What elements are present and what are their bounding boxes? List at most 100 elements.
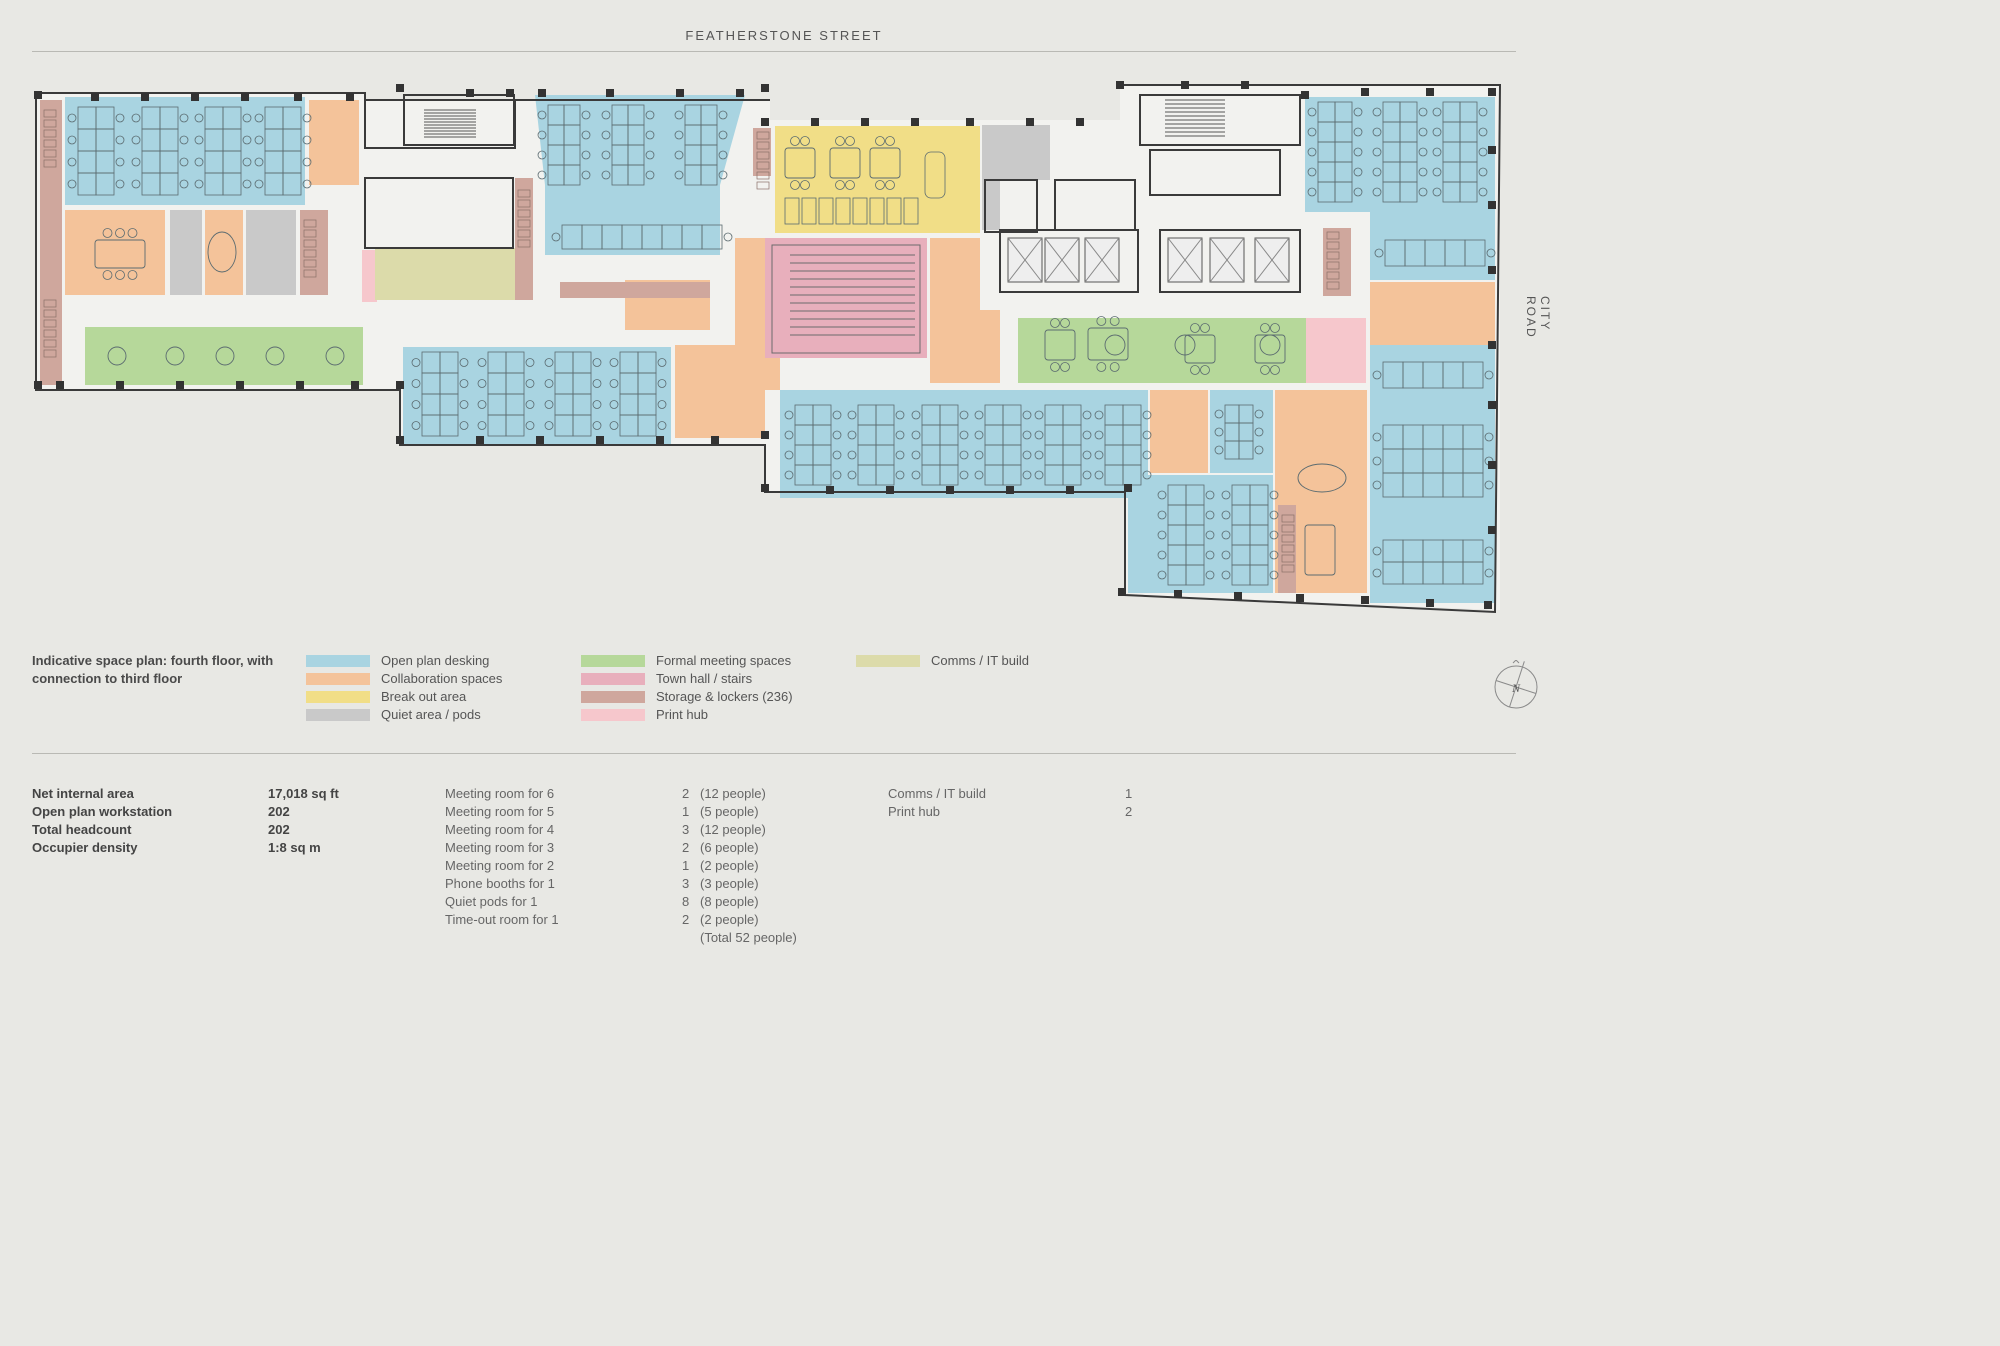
chair <box>194 113 204 123</box>
legend-label: Print hub <box>656 707 709 722</box>
meeting-table <box>1087 327 1129 361</box>
chair <box>1353 127 1363 137</box>
chair <box>1478 187 1488 197</box>
structural-column <box>1076 118 1084 126</box>
chair <box>102 228 113 238</box>
structural-column <box>1124 484 1132 492</box>
chair <box>1205 530 1215 540</box>
chair <box>974 470 984 480</box>
locker <box>517 209 531 218</box>
structural-column <box>1426 599 1434 607</box>
chair <box>1157 510 1167 520</box>
structural-column <box>538 89 546 97</box>
room-count: 1 <box>682 804 690 819</box>
desk <box>1334 181 1353 203</box>
chair <box>544 358 554 367</box>
chair <box>1034 410 1044 420</box>
room-count: 8 <box>682 894 690 909</box>
room-count: 3 <box>682 876 690 891</box>
desk <box>1464 239 1486 267</box>
locker <box>756 161 770 170</box>
chair <box>1432 147 1442 157</box>
chair <box>895 430 905 440</box>
structural-column <box>476 436 484 444</box>
formal-meeting-zone <box>85 327 363 385</box>
chair <box>115 179 125 189</box>
booth <box>818 197 834 225</box>
chair <box>179 157 189 167</box>
chair <box>1372 480 1382 490</box>
chair <box>601 130 611 140</box>
chair <box>1432 127 1442 137</box>
chair <box>1307 187 1317 197</box>
chair <box>67 157 77 167</box>
legend-label: Town hall / stairs <box>656 671 753 686</box>
chair <box>601 150 611 160</box>
meeting-table <box>784 147 816 179</box>
structural-column <box>1026 118 1034 126</box>
chair <box>544 400 554 409</box>
chair <box>254 179 264 189</box>
chair <box>1094 410 1104 420</box>
storage-zone <box>300 210 328 295</box>
chair <box>242 135 252 145</box>
chair <box>875 136 885 146</box>
chair <box>1200 323 1210 333</box>
locker <box>303 219 317 228</box>
chair <box>115 135 125 145</box>
structural-column <box>1066 486 1074 494</box>
chair <box>1269 570 1279 580</box>
structural-column <box>761 84 769 92</box>
core-room <box>403 94 515 146</box>
chair <box>1372 568 1382 578</box>
structural-column <box>596 436 604 444</box>
legend-label: Collaboration spaces <box>381 671 503 686</box>
chair <box>1260 323 1270 333</box>
chair <box>911 430 921 440</box>
desk <box>1002 464 1022 486</box>
storage-zone <box>515 178 533 300</box>
chair <box>537 170 547 180</box>
room-people: (12 people) <box>700 786 766 801</box>
lift-cross <box>1167 237 1203 283</box>
chair <box>609 400 619 409</box>
chair <box>254 113 264 123</box>
room-label: Meeting room for 6 <box>445 786 555 801</box>
chair <box>790 180 800 190</box>
desk <box>95 172 115 196</box>
structural-column <box>886 486 894 494</box>
room-count: 2 <box>682 840 690 855</box>
structural-column <box>946 486 954 494</box>
chair <box>1214 445 1224 455</box>
chair <box>127 228 138 238</box>
chair <box>1214 427 1224 437</box>
chair <box>525 421 535 430</box>
structural-column <box>296 381 304 389</box>
chair <box>875 180 885 190</box>
legend-label: Storage & lockers (236) <box>656 689 793 704</box>
meeting-table <box>1304 524 1336 576</box>
chair <box>645 130 655 140</box>
chair <box>718 130 728 140</box>
breakout-zone <box>775 126 980 233</box>
chair <box>1082 410 1092 420</box>
collaboration-zone <box>309 100 359 185</box>
room-people: (2 people) <box>700 858 759 873</box>
room-people: (6 people) <box>700 840 759 855</box>
chair <box>959 450 969 460</box>
chair <box>477 400 487 409</box>
structural-column <box>396 84 404 92</box>
room-count: 1 <box>682 858 690 873</box>
desk <box>1399 181 1418 203</box>
chair <box>581 150 591 160</box>
locker <box>303 269 317 278</box>
storage-zone <box>1278 505 1296 593</box>
print-hub-zone <box>362 250 377 302</box>
summary-label: Total headcount <box>32 822 132 837</box>
structural-column <box>861 118 869 126</box>
chair <box>1096 362 1107 372</box>
chair <box>1022 430 1032 440</box>
chair <box>1096 316 1107 326</box>
desk <box>563 164 581 186</box>
desk-layer <box>43 101 1486 586</box>
